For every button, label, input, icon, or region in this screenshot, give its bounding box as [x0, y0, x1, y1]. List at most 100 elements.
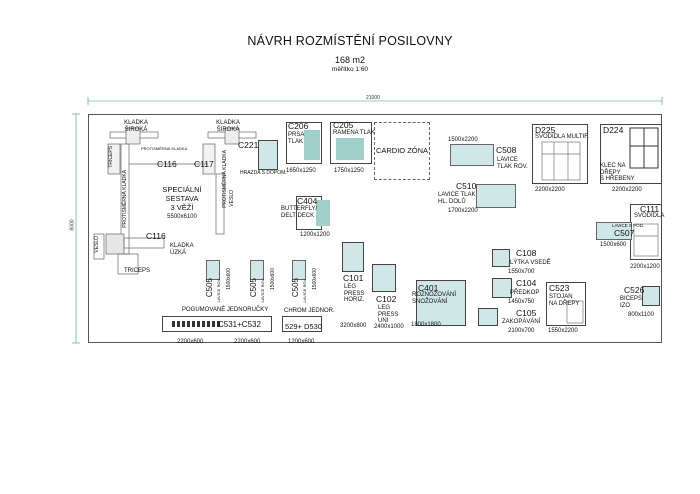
machine-c404-icon [316, 200, 330, 226]
machine-d225-code: D225 [535, 125, 556, 135]
height-dimension: 8000 [69, 219, 76, 231]
area-label: 168 m2 [334, 55, 366, 65]
dumbbells-chrome-code: 529+ D530 [285, 322, 322, 331]
machine-c523-code: C523 [549, 283, 570, 293]
rack-label-hrazda: HRAZDA S DOPOM. [240, 170, 287, 176]
machine-c206-dim: 1650x1250 [286, 168, 316, 174]
machine-c102-dim: 2400x1000 [374, 324, 404, 330]
machine-c111-drawing [633, 223, 659, 257]
machine-c221-code: C221 [238, 140, 259, 150]
machine-c102-code: C102 [376, 294, 397, 304]
machine-c206-icon [304, 130, 320, 160]
machine-c105-code: C105 [516, 308, 537, 318]
scale-label: měřítko 1:60 [331, 66, 369, 73]
machine-c510-block [476, 184, 516, 208]
machine-c526-name: BICEPS IZO [620, 296, 643, 309]
machine-c401-name: ROZNOŽOVÁNÍ SNOŽOVÁNÍ [412, 292, 457, 305]
machine-c205-block [330, 122, 372, 164]
rack-code-c116-a: C116 [157, 159, 177, 169]
machine-c401-code: C401 [418, 283, 439, 293]
dumbbells-dim-a: 2200x600 [177, 339, 204, 345]
machine-c510-name: LAVICE TLAK HL. DOLŮ [438, 192, 476, 205]
machine-c111-name: SVODIDLA [634, 213, 665, 219]
machine-c105-name: ZAKOPÁVÁNÍ [502, 319, 541, 325]
machine-c523-block [546, 282, 586, 326]
machine-c508-code: C508 [496, 145, 517, 155]
machine-c206-block [286, 122, 322, 164]
rack-label-protismerna-3: PROTISMĚRNÁ KLADKA [222, 150, 228, 208]
bench-c505-3-sub: LAVICE ROV. [302, 278, 307, 303]
machine-c205-dim: 1750x1250 [334, 168, 364, 174]
machine-c523-drawing [566, 300, 584, 324]
dumbbells-rubber-rack [162, 316, 272, 332]
machine-c205-name: RAMENA TLAK [333, 130, 375, 136]
machine-d225-block [532, 124, 588, 184]
bench-c505-3-dim: 1500x600 [312, 268, 318, 290]
machine-c101-name: LEG PRESS HORIZ. [344, 284, 365, 303]
machine-c507-block [596, 222, 632, 240]
special-rack-drawing [93, 127, 257, 275]
special-line-2: SESTAVA [165, 194, 199, 203]
rack-label-veslo: VESLO [229, 190, 235, 207]
rack-label-veslo-2: VESLO [94, 236, 100, 253]
machine-c507-code: C507 [614, 228, 635, 238]
machine-c105-dim: 2100x700 [508, 328, 535, 334]
dumbbells-dim-c: 1200x600 [288, 339, 315, 345]
rack-label-kladka-siroka-2: KLADKA ŠIROKÁ [216, 120, 240, 133]
rack-code-c116-b: C116 [146, 231, 166, 241]
machine-d224-drawing [629, 127, 659, 169]
machine-d225-dim: 2200x2200 [535, 187, 565, 193]
machine-c526-code: C526 [624, 285, 645, 295]
bench-c505-2-dim: 1500x600 [270, 268, 276, 290]
special-line-3: 3 VĚŽÍ [170, 203, 194, 212]
bench-c505-1-icon [206, 260, 220, 280]
bench-c505-1-sub: LAVICE ROV. [216, 278, 221, 303]
dumbbells-rubber-label: POGUMOVANÉ JEDNORUČKY [182, 307, 269, 313]
machine-c523-name: STOJAN NA DŘEPY [549, 294, 580, 307]
rack-label-triceps-bottom: TRICEPS [124, 268, 151, 274]
machine-c206-code: C206 [288, 121, 309, 131]
rack-label-protismerna-1: PROTISMĚRNÁ KLADKA [141, 146, 188, 151]
machine-d225-drawing [541, 141, 581, 181]
dumbbells-dim-b: 2200x600 [234, 339, 261, 345]
machine-c104-name: PŘEDKOP [510, 290, 540, 296]
machine-d225-name: SVODIDLA MULTIF. [535, 134, 589, 140]
machine-d224-block [600, 124, 662, 184]
machine-c104-block [492, 278, 512, 298]
bench-c505-3-icon [292, 260, 306, 280]
bench-c505-1-dim: 1500x600 [226, 268, 232, 290]
page-title: NÁVRH ROZMÍSTĚNÍ POSILOVNY [247, 34, 453, 48]
machine-c510-code: C510 [456, 181, 477, 191]
machine-d224-dim: 2200x2200 [612, 187, 642, 193]
cardio-zone [374, 122, 430, 180]
dumbbells-rubber-icon [172, 321, 222, 327]
bench-c505-1-code: C505 [205, 278, 214, 298]
rack-label-triceps-top: TRICEPS [108, 146, 114, 168]
machine-c401-dim: 1800x1800 [411, 322, 441, 328]
machine-c105-block [478, 308, 498, 326]
machine-c508-dim: 1500x2200 [448, 137, 478, 143]
machine-c526-block [642, 286, 660, 306]
machine-c206-name: PRSA TLAK [288, 132, 305, 145]
rack-label-kladka-uzka: KLADKA ÚZKÁ [170, 243, 194, 256]
machine-c101-code: C101 [343, 273, 364, 283]
special-dimension: 5500x6100 [167, 214, 197, 220]
machine-c101-dim: 3200x800 [340, 323, 367, 329]
machine-c102-block [372, 264, 396, 292]
bench-c505-3-code: C505 [291, 278, 300, 298]
machine-c108-block [492, 249, 510, 267]
machine-d224-name: KLEC NA DŘEPY S HŘEBENY [600, 163, 635, 182]
machine-c508-name: LAVICE TLAK ROV. [497, 157, 528, 170]
dumbbells-rubber-code: C531+C532 [218, 320, 261, 329]
machine-c404-name: BUTTERFLY/ DELT DECK [281, 206, 318, 219]
machine-c102-name: LEG PRESS UNI [378, 305, 399, 324]
rack-label-protismerna-2: PROTISMĚRNÁ KLADKA [122, 170, 128, 228]
machine-c205-icon [336, 138, 364, 160]
bench-c505-2-code: C505 [249, 278, 258, 298]
dumbbells-chrome-label: CHROM JEDNOR. [284, 308, 335, 314]
dumbbells-chrome-rack [282, 316, 322, 332]
machine-c108-code: C108 [516, 248, 537, 258]
machine-c508-block [450, 144, 494, 166]
machine-c404-code: C404 [297, 196, 318, 206]
